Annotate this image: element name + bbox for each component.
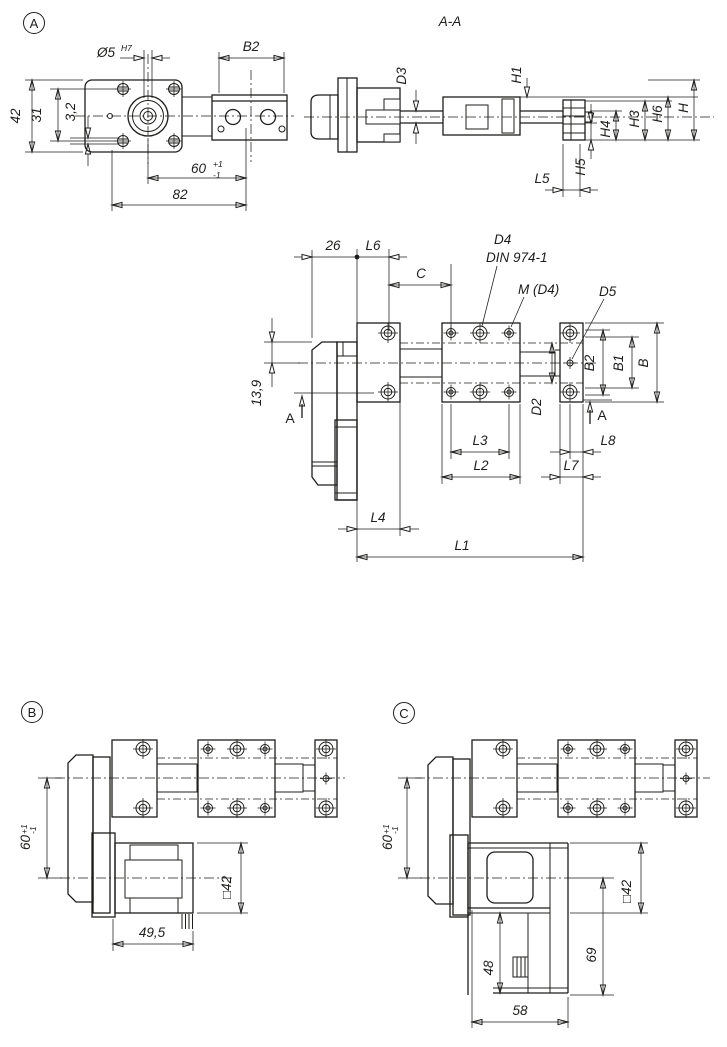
flange-plates xyxy=(427,756,471,916)
dim-82: 82 xyxy=(172,187,188,202)
dim-h3: H3 xyxy=(627,110,642,128)
dim-b1: B1 xyxy=(611,355,626,372)
view-c-label-circle xyxy=(393,702,415,724)
dim-h6: H6 xyxy=(650,105,665,123)
dim-d2: D2 xyxy=(529,398,544,416)
view-a-label-circle xyxy=(23,12,45,34)
dim-dia5-tol: H7 xyxy=(121,43,132,53)
slot-hole-icon xyxy=(165,80,183,98)
screw-icon xyxy=(377,322,399,344)
dim-m-d4: M (D4) xyxy=(518,282,559,297)
dim-26: 26 xyxy=(324,238,341,253)
dim-13-9: 13,9 xyxy=(249,379,264,406)
dim-b2: B2 xyxy=(243,39,260,54)
view-b-dimensions: 60 +1 -1 □42 49,5 xyxy=(18,777,248,951)
screw-icon xyxy=(501,325,517,341)
view-b: B 60 +1 -1 xyxy=(18,701,345,951)
dim-sq42: □42 xyxy=(219,875,234,899)
view-a: A Ø5 H7 xyxy=(8,12,294,211)
screw-icon xyxy=(559,322,581,344)
view-a-geometry xyxy=(75,54,294,164)
screw-icon xyxy=(501,384,517,400)
dim-dia5: Ø5 xyxy=(96,45,116,60)
slot-hole-icon xyxy=(114,80,132,98)
dim-d4: D4 xyxy=(494,232,511,247)
rail-assembly xyxy=(112,739,337,818)
view-a-label: A xyxy=(23,12,45,34)
slot-hole-icon xyxy=(165,132,183,150)
dim-d4-norm: DIN 974-1 xyxy=(486,250,548,265)
dim-60-plus: +1 xyxy=(213,159,223,169)
view-c-label-text: C xyxy=(399,706,408,721)
screw-icon xyxy=(559,381,581,403)
dim-42: 42 xyxy=(8,108,23,124)
view-a-label-text: A xyxy=(30,16,39,31)
cut-label-a-left: A xyxy=(285,410,295,426)
dim-l1: L1 xyxy=(454,538,469,553)
view-c: C 60 +1 -1 xyxy=(380,702,710,1028)
dim-d3: D3 xyxy=(394,67,409,85)
dim-69: 69 xyxy=(584,947,599,963)
dim-60: 60 xyxy=(380,834,395,850)
dim-h: H xyxy=(676,103,691,113)
dim-c: C xyxy=(416,266,426,281)
dim-h4: H4 xyxy=(598,120,613,137)
dim-58: 58 xyxy=(512,1003,528,1018)
dim-sq42: □42 xyxy=(619,879,634,903)
screw-icon xyxy=(443,384,459,400)
dim-60: 60 xyxy=(18,834,33,850)
view-a-dimensions: Ø5 H7 B2 42 31 3,2 60 xyxy=(8,39,285,211)
plan-view: 26 L6 C D4 DIN 974-1 M (D4) D5 B2 B1 B xyxy=(249,232,664,562)
dim-l3: L3 xyxy=(472,433,488,448)
screw-icon xyxy=(469,322,491,344)
slot-hole-icon xyxy=(114,132,132,150)
dim-h5: H5 xyxy=(573,158,588,176)
dim-60-minus: -1 xyxy=(28,826,38,834)
cut-label-a-right: A xyxy=(597,407,607,423)
view-b-label: B xyxy=(21,701,43,723)
screw-icon xyxy=(377,381,399,403)
motor-connector xyxy=(512,956,529,978)
dim-49-5: 49,5 xyxy=(139,925,166,940)
section-aa-dimensions: D3 H1 H5 H4 H3 H6 H xyxy=(394,66,700,197)
dim-60-plus: +1 xyxy=(19,824,29,834)
section-aa: A-A D3 xyxy=(304,14,714,197)
dim-l7: L7 xyxy=(563,458,579,473)
dim-60-plus: +1 xyxy=(381,824,391,834)
view-c-dimensions: 60 +1 -1 □42 69 48 58 xyxy=(380,777,648,1028)
section-aa-title: A-A xyxy=(438,14,462,29)
screw-icon xyxy=(469,381,491,403)
dim-b2: B2 xyxy=(582,354,597,371)
plan-geometry xyxy=(298,322,598,501)
dim-h1: H1 xyxy=(509,66,524,83)
dim-60: 60 xyxy=(191,161,207,176)
view-b-label-circle xyxy=(21,701,43,723)
dim-60-group: 60 +1 -1 xyxy=(380,824,400,850)
dim-l6: L6 xyxy=(365,238,381,253)
center-hole-icon xyxy=(563,356,577,370)
dim-3-2: 3,2 xyxy=(63,102,78,121)
dim-l4: L4 xyxy=(370,510,385,525)
view-c-label: C xyxy=(393,702,415,724)
dim-d5: D5 xyxy=(599,284,617,299)
section-aa-geometry xyxy=(304,77,714,153)
plan-dimensions: 26 L6 C D4 DIN 974-1 M (D4) D5 B2 B1 B xyxy=(249,232,664,562)
dim-31: 31 xyxy=(29,107,44,122)
dim-b: B xyxy=(636,358,651,367)
flange-plates xyxy=(67,754,111,914)
dim-60-group: 60 +1 -1 xyxy=(18,824,38,850)
view-b-label-text: B xyxy=(28,705,37,720)
view-c-geometry xyxy=(415,739,710,995)
rail-assembly xyxy=(472,739,697,818)
motor-wires xyxy=(181,914,193,929)
dim-60-minus: -1 xyxy=(213,170,221,180)
dim-l5: L5 xyxy=(534,171,550,186)
dim-l8: L8 xyxy=(600,433,616,448)
dim-60-minus: -1 xyxy=(390,826,400,834)
dim-48: 48 xyxy=(481,960,496,976)
view-b-geometry xyxy=(55,739,345,929)
dim-l2: L2 xyxy=(473,458,489,473)
